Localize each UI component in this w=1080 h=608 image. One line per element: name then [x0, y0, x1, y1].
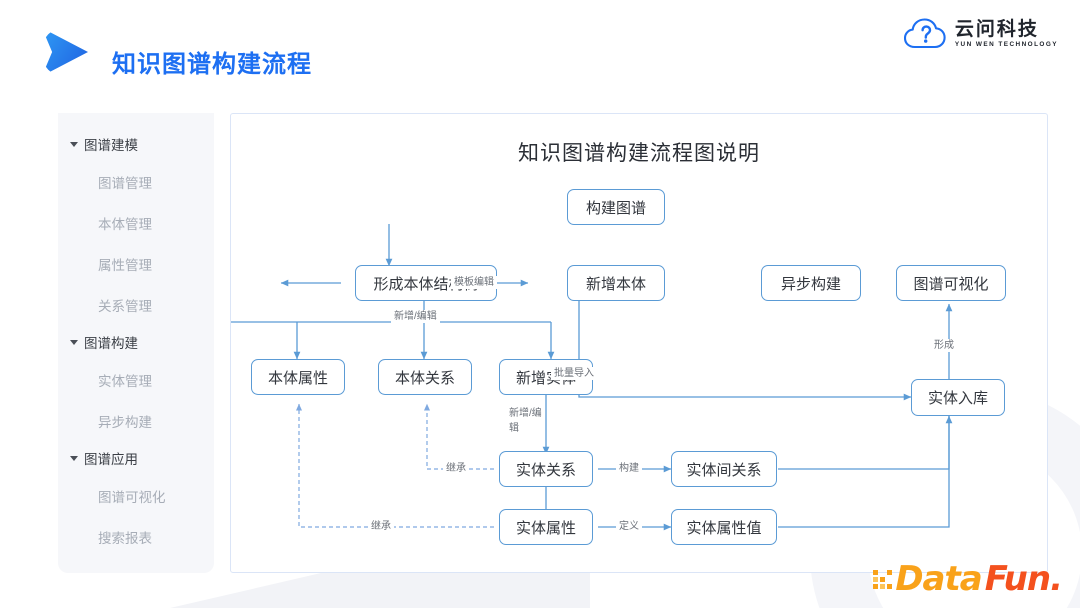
node-entity-store[interactable]: 实体入库: [911, 379, 1005, 416]
node-add-ontology[interactable]: 新增本体: [567, 265, 665, 301]
sidebar-item-relation-management[interactable]: 关系管理: [98, 298, 152, 314]
sidebar-group-modeling[interactable]: 图谱建模: [58, 127, 214, 161]
datafun-watermark: Data Fun.: [873, 559, 1063, 599]
sidebar-item-search-report[interactable]: 搜索报表: [98, 530, 152, 546]
page-header: 知识图谱构建流程 云问科技 YUN WEN TECHNOLOGY: [0, 0, 1080, 100]
logo-text-en: YUN WEN TECHNOLOGY: [954, 41, 1058, 49]
datafun-text-fun: Fun.: [984, 559, 1063, 599]
node-ontology-attr[interactable]: 本体属性: [251, 359, 345, 395]
sidebar-group-label: 图谱建模: [84, 138, 138, 153]
chevron-down-icon: [70, 141, 78, 147]
node-entity-attr-val[interactable]: 实体属性值: [671, 509, 777, 545]
edge-label-template-edit: 模板编辑: [451, 276, 497, 289]
sidebar-item-async-build[interactable]: 异步构建: [98, 414, 152, 430]
node-graph-visual[interactable]: 图谱可视化: [896, 265, 1006, 301]
sidebar-group-construction[interactable]: 图谱构建: [58, 325, 214, 359]
cloud-question-icon: [903, 18, 946, 51]
diagram-card: 知识图谱构建流程图说明: [230, 113, 1048, 573]
chevron-down-icon: [70, 455, 78, 461]
edge-label-define: 定义: [616, 520, 642, 533]
page-title: 知识图谱构建流程: [112, 51, 312, 78]
sidebar-group-application[interactable]: 图谱应用: [58, 441, 214, 475]
edge-label-form: 形成: [931, 339, 957, 352]
edge-label-add-edit-entity-line2: 辑: [507, 422, 521, 435]
node-entity-rel[interactable]: 实体关系: [499, 451, 593, 487]
edge-label-inherit-relation: 继承: [443, 462, 469, 475]
play-arrow-icon: [42, 28, 88, 76]
sidebar-item-graph-management[interactable]: 图谱管理: [98, 175, 152, 191]
sidebar-nav[interactable]: 图谱建模 图谱管理 本体管理 属性管理 关系管理 图谱构建 实体管理 异步构建 …: [58, 113, 214, 573]
flow-edges: [231, 224, 953, 531]
sidebar-item-entity-management[interactable]: 实体管理: [98, 373, 152, 389]
node-async-build[interactable]: 异步构建: [761, 265, 861, 301]
sidebar-item-attribute-management[interactable]: 属性管理: [98, 257, 152, 273]
sidebar-item-ontology-management[interactable]: 本体管理: [98, 216, 152, 232]
edge-label-build: 构建: [616, 462, 642, 475]
pixel-blocks-icon: [873, 570, 893, 589]
edge-label-add-edit-entity-line1: 新增/编: [507, 407, 544, 420]
chevron-down-icon: [70, 339, 78, 345]
sidebar-group-label: 图谱应用: [84, 452, 138, 467]
logo-text-cn: 云问科技: [954, 19, 1039, 41]
node-build-graph[interactable]: 构建图谱: [567, 189, 665, 225]
node-add-entity[interactable]: 新增实体: [499, 359, 593, 395]
edge-label-batch-import: 批量导入: [551, 367, 597, 380]
sidebar-group-label: 图谱构建: [84, 336, 138, 351]
node-entity-attr[interactable]: 实体属性: [499, 509, 593, 545]
node-entity-rel-link[interactable]: 实体间关系: [671, 451, 777, 487]
node-ontology-rel[interactable]: 本体关系: [378, 359, 472, 395]
brand-logo: 云问科技 YUN WEN TECHNOLOGY: [903, 18, 1058, 51]
edge-label-inherit-attribute: 继承: [368, 520, 394, 533]
datafun-text-data: Data: [895, 559, 982, 599]
sidebar-item-graph-visualization[interactable]: 图谱可视化: [98, 489, 166, 505]
diagram-title: 知识图谱构建流程图说明: [518, 142, 760, 165]
edge-label-add-edit-top: 新增/编辑: [391, 310, 440, 323]
